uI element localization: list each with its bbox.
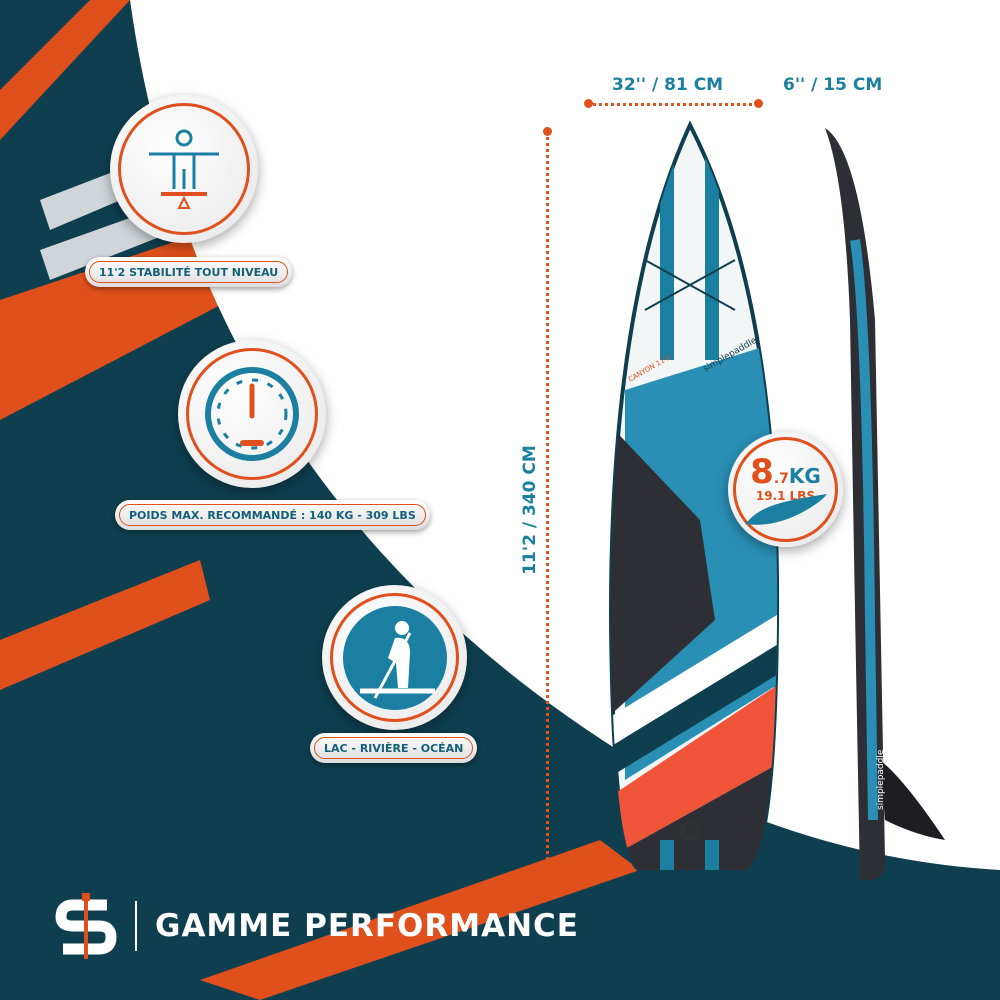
dimension-end-dot — [543, 127, 552, 136]
feature-label-water: LAC - RIVIÈRE - OCÉAN — [310, 733, 478, 763]
width-dimension-line — [588, 103, 758, 106]
feather-icon — [745, 494, 827, 525]
dimension-end-dot — [754, 99, 763, 108]
badge-ring — [186, 348, 318, 480]
brand-separator — [135, 901, 137, 951]
board-top-view: simplepaddle CANYON 11'2 — [608, 120, 780, 872]
max-weight-badge — [178, 340, 326, 488]
feature-label-stability: 11'2 STABILITÉ TOUT NIVEAU — [85, 257, 293, 287]
stability-badge — [110, 95, 258, 243]
board-length-label: 11'2 / 340 CM — [520, 445, 540, 575]
board-thickness-label: 6'' / 15 CM — [783, 75, 883, 95]
board-width-label: 32'' / 81 CM — [612, 75, 724, 95]
badge-ring — [118, 103, 250, 235]
brand-footer: GAMME PERFORMANCE — [55, 893, 579, 959]
dimension-end-dot — [584, 99, 593, 108]
simplepaddle-logo — [55, 893, 117, 959]
board-side-view: simplepaddle — [825, 128, 945, 880]
range-title: GAMME PERFORMANCE — [155, 908, 579, 944]
water-type-badge — [322, 585, 467, 730]
side-brand-text: simplepaddle — [876, 749, 886, 810]
length-dimension-line — [546, 132, 549, 872]
badge-ring — [330, 593, 459, 722]
weight-kg-decimal: .7 — [773, 470, 789, 487]
badge-ring — [733, 437, 838, 542]
feature-label-max-weight: POIDS MAX. RECOMMANDÉ : 140 KG - 309 LBS — [115, 500, 430, 530]
dimension-end-dot — [543, 868, 552, 877]
weight-kg-unit: KG — [788, 463, 821, 488]
weight-kg-integer: 8 — [750, 451, 774, 492]
board-weight-badge: 8.7KG 19.1 LBS — [728, 432, 843, 547]
